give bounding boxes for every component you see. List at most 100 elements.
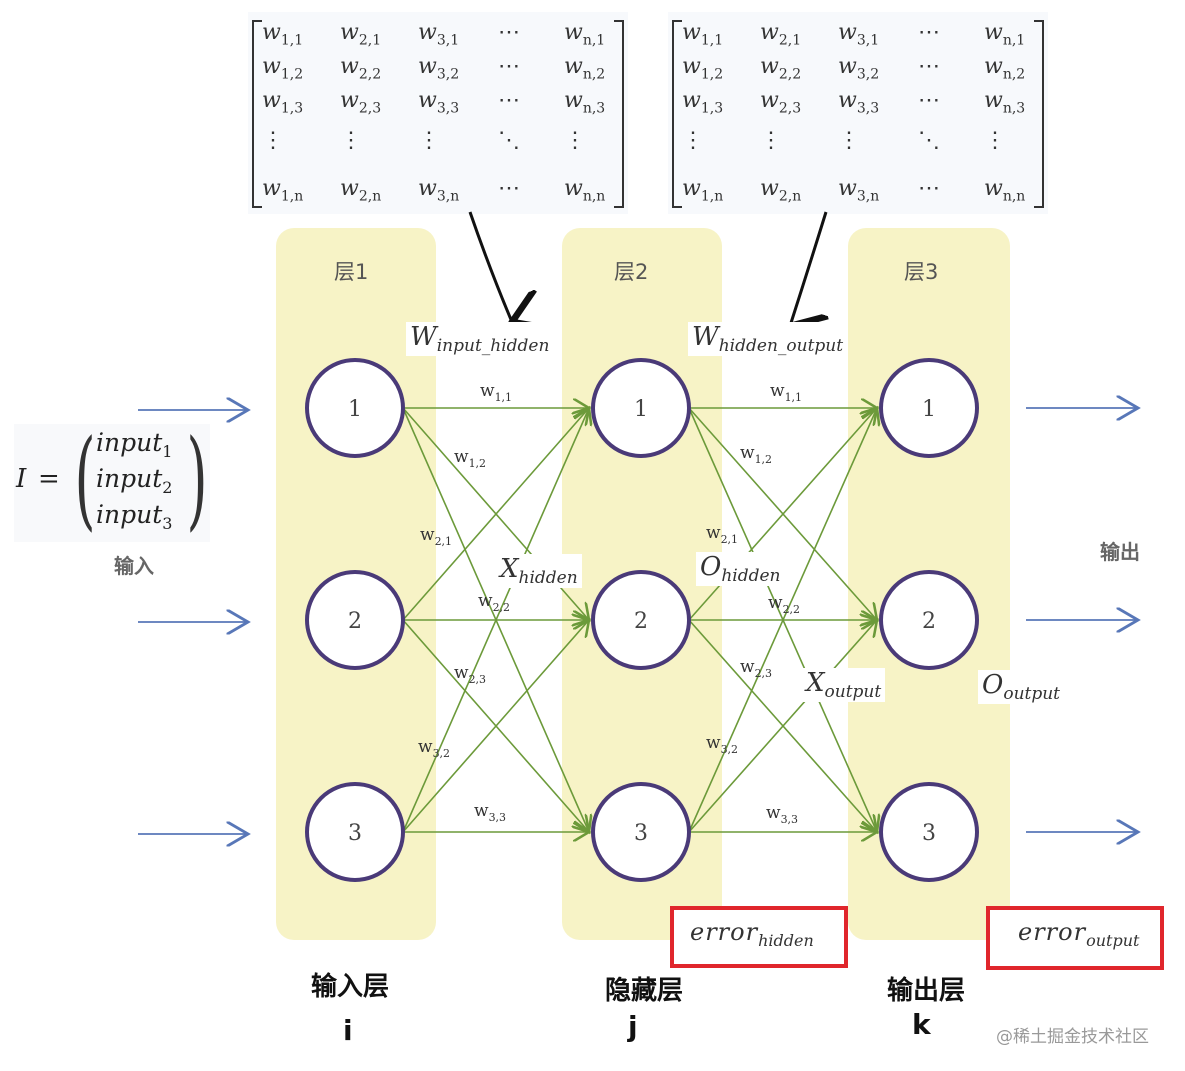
output-side-label: 输出 bbox=[1100, 540, 1140, 564]
matrix-cell: w1,2 bbox=[682, 54, 724, 83]
connection-line bbox=[402, 408, 589, 621]
matrix-cell: ⋮ bbox=[838, 128, 862, 153]
neuron-label: 3 bbox=[922, 821, 936, 846]
matrix-cell: ⋮ bbox=[682, 128, 706, 153]
matrix-cell: w3,3 bbox=[838, 88, 880, 117]
neuron-label: 2 bbox=[634, 609, 648, 634]
input-entry-3: input3 bbox=[96, 500, 173, 533]
matrix-cell: w2,3 bbox=[760, 88, 802, 117]
matrix-cell: ⋯ bbox=[498, 54, 522, 79]
o-output-label: Ooutput bbox=[978, 670, 1065, 705]
weight-label: w2,3 bbox=[454, 663, 486, 686]
weight-label: w2,2 bbox=[768, 593, 800, 616]
weight-label: w3,2 bbox=[418, 737, 450, 760]
matrix-cell: w2,1 bbox=[340, 20, 382, 49]
layer3-title: 层3 bbox=[904, 260, 939, 284]
weight-label: w1,2 bbox=[740, 443, 772, 466]
matrix-cell: w3,1 bbox=[418, 20, 460, 49]
neuron-node: 3 bbox=[879, 782, 979, 882]
matrix-cell: w2,n bbox=[340, 176, 382, 205]
weight-label: w1,1 bbox=[770, 381, 802, 404]
matrix-cell: wn,2 bbox=[984, 54, 1026, 83]
weight-label: w3,3 bbox=[766, 803, 798, 826]
pointer-arrow-input-hidden bbox=[468, 211, 512, 322]
weight-label: w2,3 bbox=[740, 657, 772, 680]
weight-label: w2,1 bbox=[706, 523, 738, 546]
connection-line bbox=[402, 620, 589, 833]
matrix-cell: ⋯ bbox=[918, 176, 942, 201]
matrix-cell: w2,2 bbox=[760, 54, 802, 83]
matrix-cell: w1,3 bbox=[682, 88, 724, 117]
neuron-node: 1 bbox=[879, 358, 979, 458]
neuron-node: 3 bbox=[591, 782, 691, 882]
matrix-cell: ⋯ bbox=[918, 88, 942, 113]
matrix-cell: wn,1 bbox=[564, 20, 606, 49]
connection-line bbox=[402, 408, 589, 833]
matrix-cell: ⋱ bbox=[498, 128, 522, 153]
neuron-node: 2 bbox=[305, 570, 405, 670]
neuron-label: 1 bbox=[922, 397, 936, 422]
matrix-cell: w2,n bbox=[760, 176, 802, 205]
input-vector: I = ( input1 input2 input3 ) bbox=[14, 424, 210, 542]
matrix-cell: w1,1 bbox=[262, 20, 304, 49]
matrix-cell: w2,1 bbox=[760, 20, 802, 49]
matrix-cell: ⋯ bbox=[918, 20, 942, 45]
matrix-cell: w3,3 bbox=[418, 88, 460, 117]
output-layer-index: k bbox=[912, 1008, 931, 1041]
matrix-cell: w2,3 bbox=[340, 88, 382, 117]
matrix-cell: w1,3 bbox=[262, 88, 304, 117]
neuron-label: 3 bbox=[348, 821, 362, 846]
matrix-cell: wn,3 bbox=[984, 88, 1026, 117]
weight-label: w1,2 bbox=[454, 447, 486, 470]
neuron-node: 3 bbox=[305, 782, 405, 882]
matrix-cell: ⋮ bbox=[564, 128, 588, 153]
layer1-title: 层1 bbox=[334, 260, 369, 284]
matrix-cell: ⋮ bbox=[418, 128, 442, 153]
x-hidden-label: Xhidden bbox=[496, 554, 582, 589]
matrix-cell: wn,3 bbox=[564, 88, 606, 117]
matrix-cell: ⋮ bbox=[262, 128, 286, 153]
matrix-cell: ⋯ bbox=[498, 88, 522, 113]
neuron-label: 2 bbox=[922, 609, 936, 634]
matrix-cell: w3,n bbox=[838, 176, 880, 205]
neuron-label: 1 bbox=[348, 397, 362, 422]
w-hidden-output-label: Whidden_output bbox=[688, 322, 848, 357]
matrix-cell: ⋯ bbox=[498, 20, 522, 45]
neuron-node: 1 bbox=[305, 358, 405, 458]
matrix-cell: w3,1 bbox=[838, 20, 880, 49]
matrix-cell: w3,n bbox=[418, 176, 460, 205]
matrix-cell: w3,2 bbox=[418, 54, 460, 83]
weight-label: w3,3 bbox=[474, 801, 506, 824]
input-layer-label: 输入层 bbox=[310, 972, 389, 1002]
error-output-box: erroroutput bbox=[986, 906, 1164, 970]
o-hidden-label: Ohidden bbox=[696, 552, 785, 587]
weight-label: w1,1 bbox=[480, 381, 512, 404]
matrix-cell: w1,n bbox=[682, 176, 724, 205]
neuron-label: 2 bbox=[348, 609, 362, 634]
matrix-cell: wn,n bbox=[564, 176, 606, 205]
matrix-cell: wn,n bbox=[984, 176, 1026, 205]
error-hidden-box: errorhidden bbox=[670, 906, 848, 968]
matrix-cell: w1,n bbox=[262, 176, 304, 205]
hidden-layer-index: j bbox=[628, 1010, 638, 1043]
input-entry-1: input1 bbox=[96, 428, 173, 461]
matrix-cell: ⋮ bbox=[984, 128, 1008, 153]
neuron-node: 1 bbox=[591, 358, 691, 458]
matrix-cell: ⋮ bbox=[340, 128, 364, 153]
matrix-cell: ⋯ bbox=[498, 176, 522, 201]
matrix-cell: w2,2 bbox=[340, 54, 382, 83]
input-entry-2: input2 bbox=[96, 464, 173, 497]
input-layer-index: i bbox=[343, 1014, 353, 1047]
weight-label: w3,2 bbox=[706, 733, 738, 756]
layer2-title: 层2 bbox=[614, 260, 649, 284]
hidden-layer-label: 隐藏层 bbox=[604, 976, 683, 1006]
input-vector-equals: = bbox=[38, 464, 60, 494]
connection-line bbox=[688, 408, 877, 833]
input-vector-symbol: I bbox=[16, 464, 27, 494]
watermark: @稀土掘金技术社区 bbox=[996, 1027, 1149, 1047]
matrix-cell: ⋯ bbox=[918, 54, 942, 79]
weight-label: w2,2 bbox=[478, 591, 510, 614]
matrix-cell: w1,1 bbox=[682, 20, 724, 49]
